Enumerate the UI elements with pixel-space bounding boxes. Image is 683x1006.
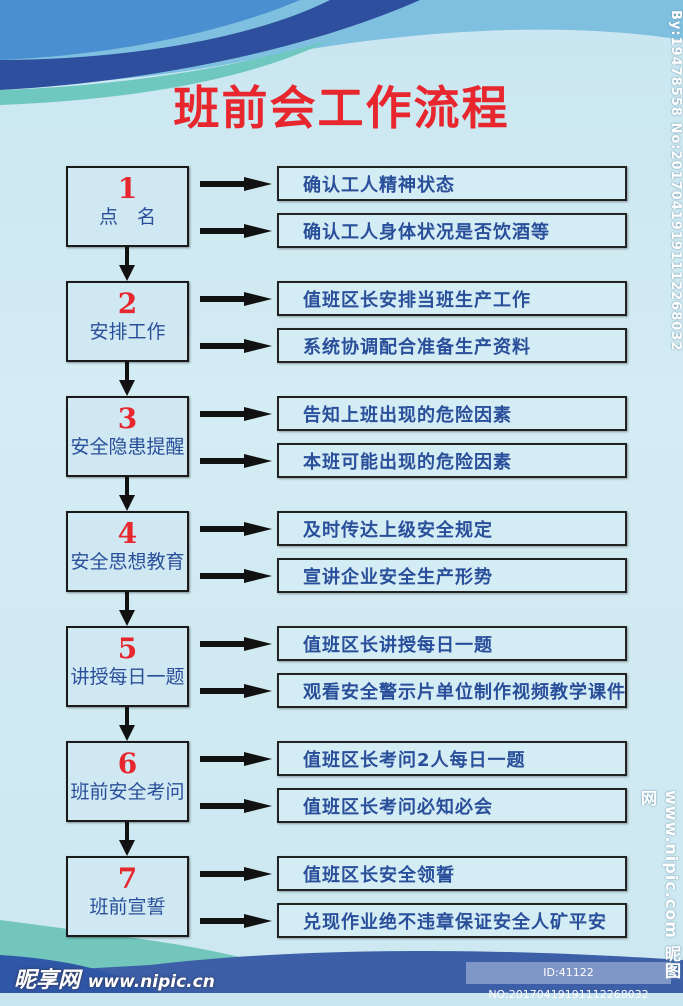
down-arrow-icon [119,247,135,281]
step-box-7: 7 班前宣誓 [66,856,189,937]
step-detail: 确认工人身体状况是否饮酒等 [277,213,627,248]
brand-url: www.nipic.cn [87,972,215,992]
down-arrow-icon [119,822,135,856]
step-label: 班前安全考问 [70,781,185,803]
step-detail: 本班可能出现的危险因素 [277,443,627,478]
page-title: 班前会工作流程 [173,81,510,135]
step-detail-text: 观看安全警示片单位制作视频教学课件 [303,682,626,703]
step-detail-text: 值班区长考问必知必会 [303,797,493,818]
down-arrow-icon [119,592,135,626]
step-detail: 宣讲企业安全生产形势 [277,558,627,593]
step-number: 7 [117,862,138,895]
step-detail: 值班区长考问2人每日一题 [277,741,627,776]
step-detail-text: 值班区长安全领誓 [303,865,455,886]
right-arrow-icon [200,866,272,881]
step-box-2: 2 安排工作 [66,281,189,362]
step-number: 3 [117,402,138,435]
step-detail: 值班区长讲授每日一题 [277,626,627,661]
id-watermark: ID:41122 NO:20170419191112268032 [466,962,671,1001]
down-arrow-icon [119,362,135,396]
step-number: 1 [117,172,138,205]
right-arrow-icon [200,291,272,306]
step-detail: 告知上班出现的危险因素 [277,396,627,431]
right-arrow-icon [200,453,272,468]
step-label: 讲授每日一题 [70,666,185,688]
step-detail: 值班区长安全领誓 [277,856,627,891]
down-arrow-icon [119,477,135,511]
right-arrow-icon [200,223,272,238]
step-detail: 值班区长考问必知必会 [277,788,627,823]
step-label: 点 名 [98,206,156,228]
step-box-3: 3 安全隐患提醒 [66,396,189,477]
step-label: 安全隐患提醒 [70,436,185,458]
step-label: 安全思想教育 [70,551,185,573]
step-label: 安排工作 [89,321,166,343]
step-detail-text: 宣讲企业安全生产形势 [303,567,493,588]
step-detail: 系统协调配合准备生产资料 [277,328,627,363]
step-box-1: 1 点 名 [66,166,189,247]
step-box-5: 5 讲授每日一题 [66,626,189,707]
step-number: 5 [117,632,138,665]
step-detail-text: 兑现作业绝不违章保证安全人矿平安 [303,912,607,933]
step-detail: 及时传达上级安全规定 [277,511,627,546]
right-arrow-icon [200,913,272,928]
down-arrow-icon [119,707,135,741]
step-number: 6 [117,747,138,780]
right-arrow-icon [200,683,272,698]
right-arrow-icon [200,636,272,651]
right-arrow-icon [200,798,272,813]
right-arrow-icon [200,176,272,191]
right-arrow-icon [200,338,272,353]
step-number: 4 [117,517,138,550]
step-number: 2 [117,287,138,320]
step-detail-text: 本班可能出现的危险因素 [303,452,512,473]
step-detail-text: 值班区长考问2人每日一题 [303,750,526,771]
step-detail: 值班区长安排当班生产工作 [277,281,627,316]
step-detail-text: 值班区长讲授每日一题 [303,635,493,656]
step-detail-text: 告知上班出现的危险因素 [303,405,512,426]
right-arrow-icon [200,568,272,583]
step-box-4: 4 安全思想教育 [66,511,189,592]
watermark-bottom-right: www.nipic.com 昵图网 [638,790,681,980]
step-detail-text: 系统协调配合准备生产资料 [303,337,531,358]
step-detail: 观看安全警示片单位制作视频教学课件 [277,673,627,708]
step-detail-text: 及时传达上级安全规定 [303,520,493,541]
step-detail-text: 值班区长安排当班生产工作 [303,290,531,311]
right-arrow-icon [200,751,272,766]
watermark-top-right: By:19478558 No:20170419191112268032 [668,10,683,352]
brand-watermark: 昵享网 www.nipic.cn [14,962,215,994]
step-detail: 确认工人精神状态 [277,166,627,201]
step-detail: 兑现作业绝不违章保证安全人矿平安 [277,903,627,938]
right-arrow-icon [200,406,272,421]
brand-name: 昵享网 [14,968,81,993]
right-arrow-icon [200,521,272,536]
step-box-6: 6 班前安全考问 [66,741,189,822]
step-detail-text: 确认工人精神状态 [303,175,455,196]
step-label: 班前宣誓 [89,896,166,918]
step-detail-text: 确认工人身体状况是否饮酒等 [303,222,550,243]
